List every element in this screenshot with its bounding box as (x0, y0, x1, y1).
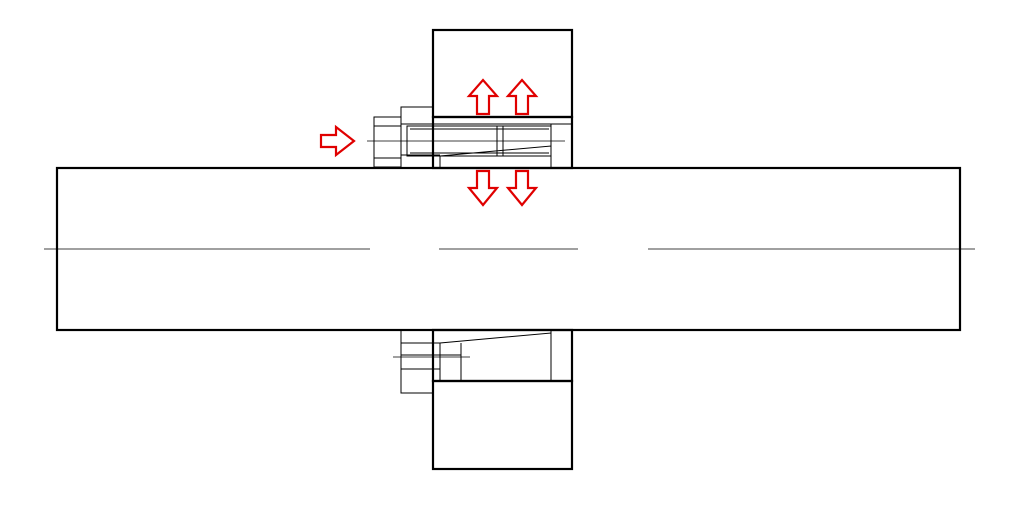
hub-expand-arrow-1 (466, 78, 500, 116)
lower-hub (431, 379, 574, 471)
lower-locking-assembly (393, 328, 574, 394)
hub-expand-arrow-2 (505, 78, 539, 116)
upper-taper-ring (439, 145, 552, 169)
upper-clamp-ring (400, 106, 434, 169)
lower-clamp-ring (400, 329, 434, 394)
upper-locking-assembly (367, 106, 574, 170)
force-arrows (319, 78, 539, 207)
axial-push-arrow (319, 124, 356, 158)
upper-hub (431, 28, 574, 119)
shaft-compress-arrow-1 (466, 169, 500, 207)
shaft-compress-arrow-2 (505, 169, 539, 207)
upper-bolt (367, 116, 565, 168)
